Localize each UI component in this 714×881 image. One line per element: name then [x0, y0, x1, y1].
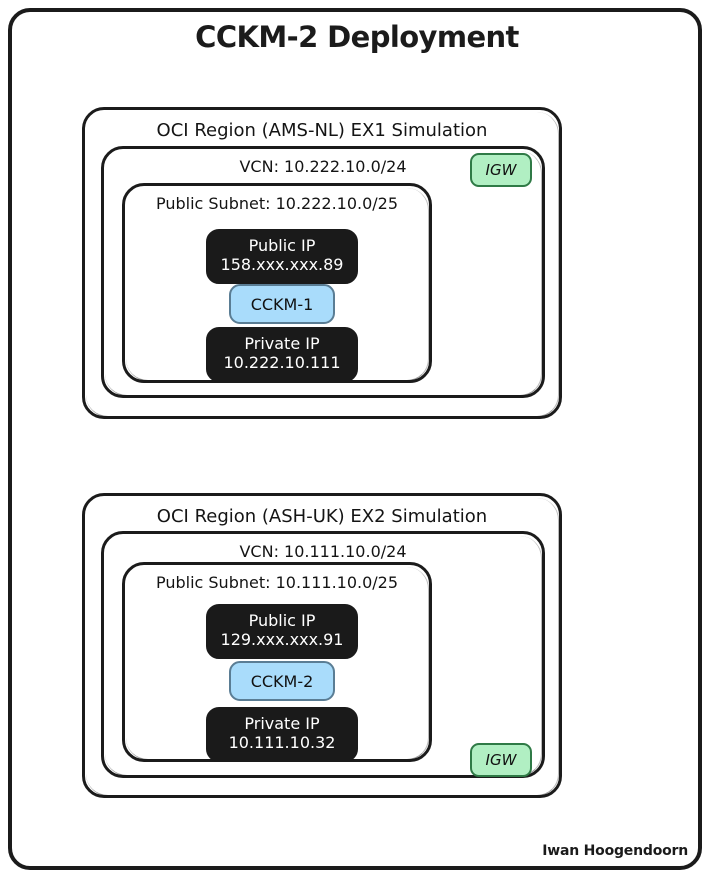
outer-frame [8, 8, 702, 870]
vcn-box-ash-uk: VCN: 10.111.10.0/24 [101, 531, 545, 778]
region-box-ams-nl: OCI Region (AMS-NL) EX1 Simulation [82, 107, 562, 419]
public-ip-title-ams-nl: Public IP [248, 236, 316, 255]
private-ip-chip-ams-nl: Private IP 10.222.10.111 [206, 327, 358, 382]
vcn-label-ash-uk: VCN: 10.111.10.0/24 [239, 542, 407, 561]
vcn-box-ams-nl: VCN: 10.222.10.0/24 [101, 146, 545, 398]
subnet-label-ams-nl: Public Subnet: 10.222.10.0/25 [155, 194, 399, 213]
public-ip-title-ash-uk: Public IP [248, 611, 316, 630]
region-label-ams-nl: OCI Region (AMS-NL) EX1 Simulation [156, 120, 488, 141]
region-label-ash-uk: OCI Region (ASH-UK) EX2 Simulation [156, 506, 488, 527]
private-ip-chip-ash-uk: Private IP 10.111.10.32 [206, 707, 358, 762]
public-ip-value-ams-nl: 158.xxx.xxx.89 [220, 255, 344, 274]
subnet-label-ash-uk: Public Subnet: 10.111.10.0/25 [155, 573, 399, 592]
instance-chip-cckm-2[interactable]: CCKM-2 [229, 661, 335, 701]
page-title: CCKM-2 Deployment [195, 20, 519, 54]
vcn-label-ams-nl: VCN: 10.222.10.0/24 [239, 157, 407, 176]
igw-chip-ams-nl[interactable]: IGW [470, 153, 532, 187]
public-ip-chip-ams-nl: Public IP 158.xxx.xxx.89 [206, 229, 358, 284]
region-box-ash-uk: OCI Region (ASH-UK) EX2 Simulation [82, 493, 562, 798]
instance-chip-cckm-1[interactable]: CCKM-1 [229, 284, 335, 324]
public-ip-chip-ash-uk: Public IP 129.xxx.xxx.91 [206, 604, 358, 659]
private-ip-value-ams-nl: 10.222.10.111 [223, 353, 341, 372]
author-signature: Iwan Hoogendoorn [542, 843, 688, 859]
private-ip-title-ams-nl: Private IP [244, 334, 320, 353]
igw-chip-ash-uk[interactable]: IGW [470, 743, 532, 777]
private-ip-title-ash-uk: Private IP [244, 714, 320, 733]
private-ip-value-ash-uk: 10.111.10.32 [228, 733, 336, 752]
public-ip-value-ash-uk: 129.xxx.xxx.91 [220, 630, 344, 649]
